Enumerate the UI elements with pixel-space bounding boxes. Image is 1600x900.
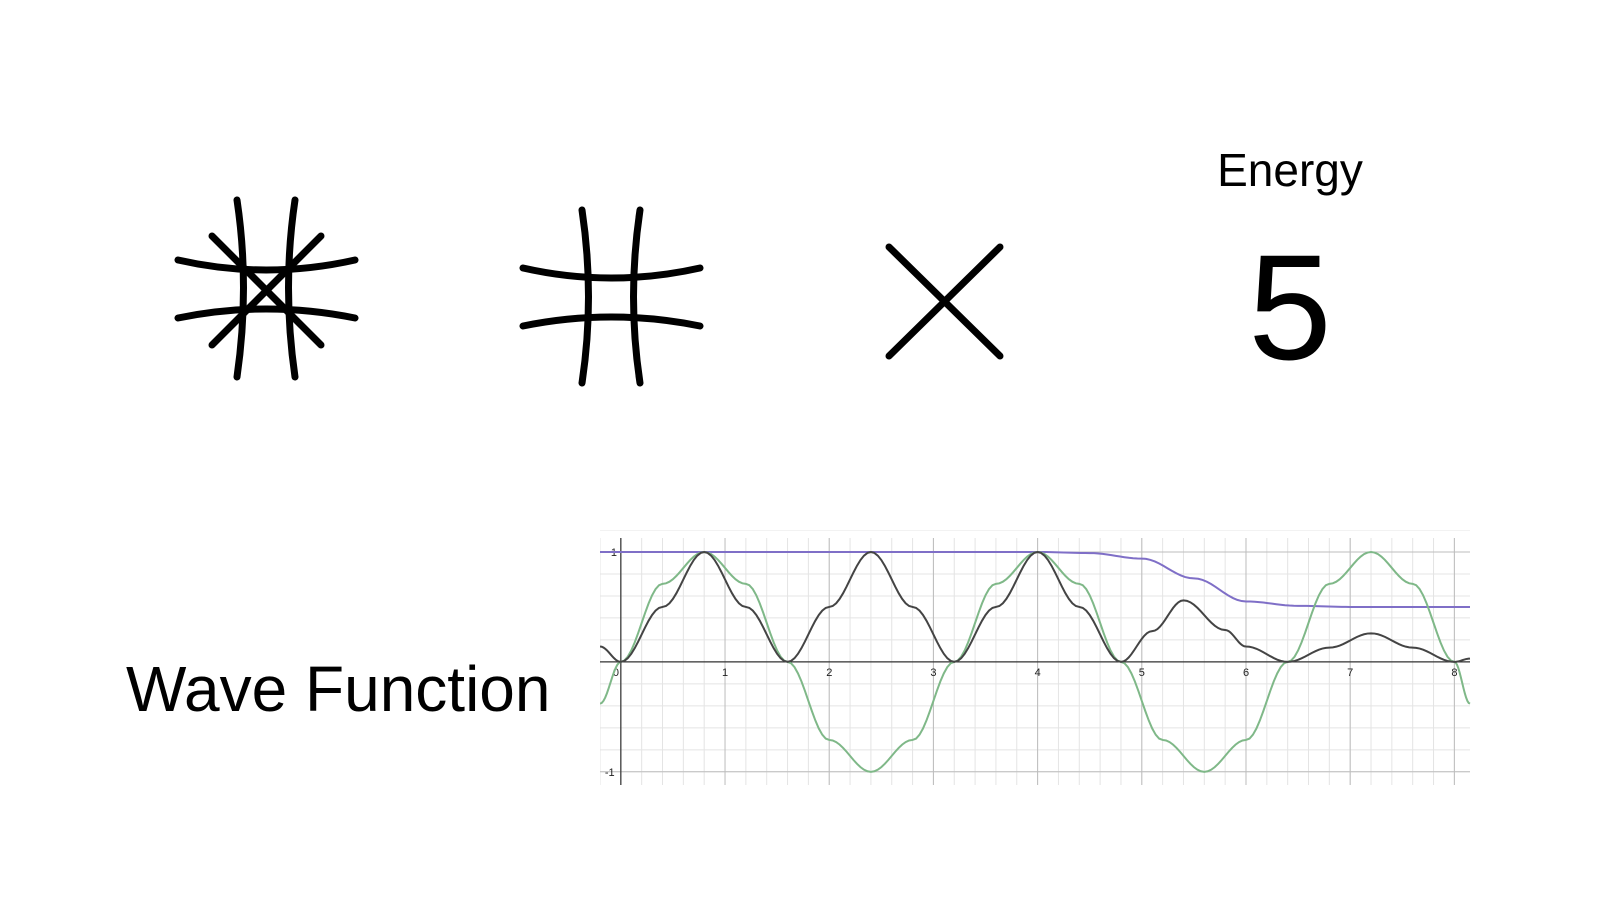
wave-function-label: Wave Function	[126, 653, 551, 725]
wave-function-chart: 0 1 2 3 4 5 6 7 8 -1 1	[600, 530, 1471, 785]
x-tick-label: 5	[1139, 667, 1145, 679]
double-line-crossing-symbol	[519, 206, 704, 387]
x-tick-label: 3	[930, 667, 936, 679]
y-tick-label: -1	[605, 767, 615, 779]
x-tick-label: 7	[1347, 667, 1353, 679]
x-tick-label: 2	[826, 667, 832, 679]
series-line-3	[600, 550, 1471, 663]
double-line-with-diagonals-symbol	[174, 196, 359, 381]
x-tick-label: 1	[722, 667, 728, 679]
x-tick-label: 8	[1451, 667, 1457, 679]
energy-value: 5	[1248, 223, 1332, 391]
energy-label: Energy	[1217, 144, 1363, 196]
x-cross-symbol	[885, 243, 1004, 360]
x-tick-label: 6	[1243, 667, 1249, 679]
x-tick-label: 4	[1035, 667, 1041, 679]
y-tick-label: 1	[611, 547, 617, 559]
series-line-1	[600, 550, 1470, 608]
x-tick-label: 0	[613, 667, 619, 679]
